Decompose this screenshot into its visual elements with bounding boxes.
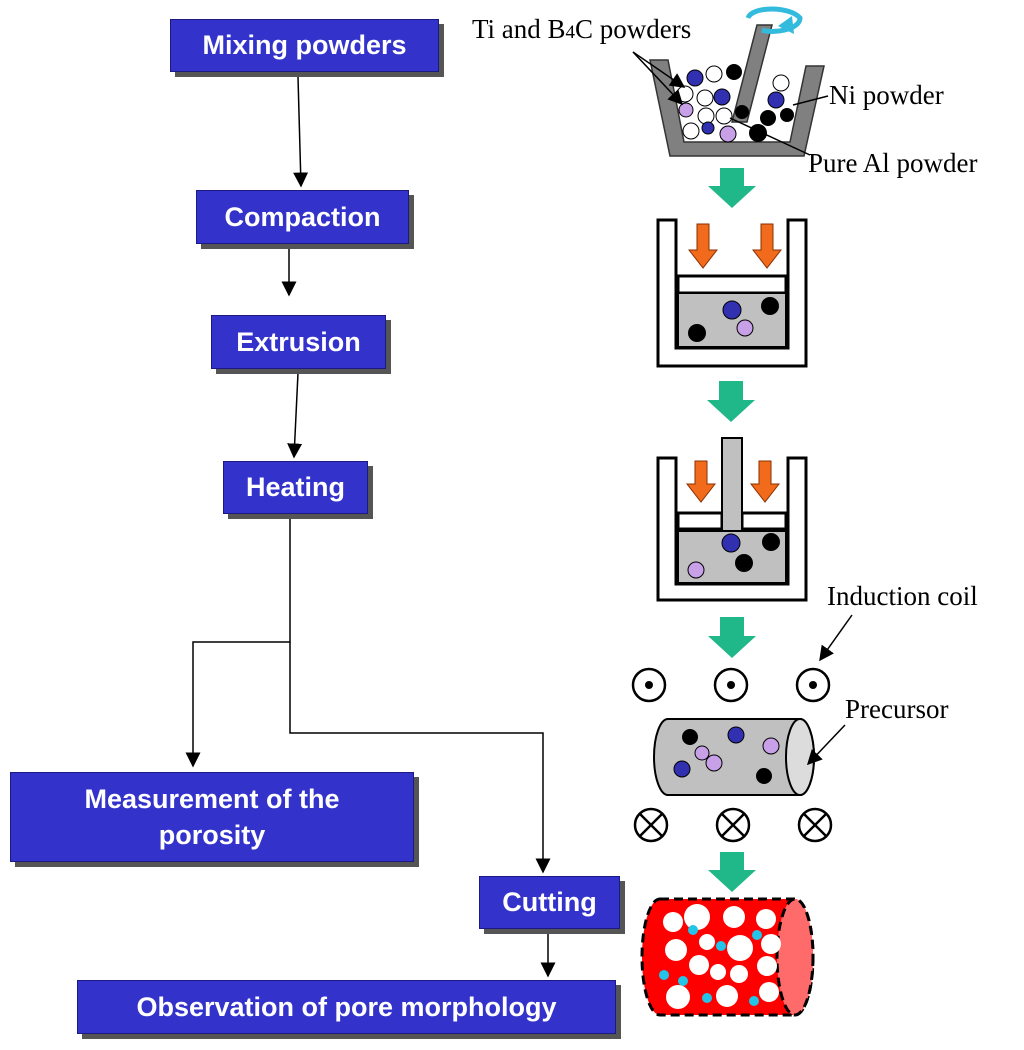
step-heating-label: Heating [245, 472, 345, 502]
step-heating: Heating [223, 461, 368, 514]
label-ti-b4c-prefix: Ti and B [472, 14, 566, 44]
label-induction-coil: Induction coil [827, 581, 978, 611]
compaction-die [656, 218, 808, 368]
connector-extrusion-heating [287, 372, 303, 459]
label-ti-b4c-sub: 4 [565, 22, 576, 43]
step-measurement-label-1: Measurement of the [84, 784, 340, 814]
induction-coil-top [631, 667, 831, 703]
label-pure-al-powder: Pure Al powder [808, 148, 978, 178]
step-observation: Observation of pore morphology [77, 980, 616, 1034]
connector-mixing-compaction [293, 76, 309, 188]
step-compaction-label: Compaction [224, 201, 381, 232]
induction-coil-bottom [633, 807, 833, 843]
step-mixing-label: Mixing powders [202, 30, 407, 60]
precursor-cylinder [653, 718, 815, 796]
label-ti-b4c-powders: Ti and B4C powders [472, 14, 691, 45]
label-precursor: Precursor [845, 694, 949, 724]
connector-heating-cutting [289, 642, 551, 874]
step-cutting: Cutting [479, 876, 620, 929]
extrusion-die [656, 437, 808, 602]
step-measurement-label-2: porosity [158, 820, 266, 850]
step-compaction: Compaction [196, 190, 409, 244]
step-mixing-powders: Mixing powders [170, 19, 439, 72]
step-extrusion: Extrusion [211, 315, 386, 369]
connector-heating-split [185, 516, 291, 768]
label-ni-powder: Ni powder [829, 80, 944, 110]
step-extrusion-label: Extrusion [236, 326, 361, 357]
process-arrow-3 [708, 617, 756, 658]
foamed-cylinder [640, 897, 815, 1017]
label-ti-b4c-suffix: C powders [575, 14, 692, 44]
step-measurement: Measurement of the porosity [10, 772, 414, 862]
process-arrow-4 [708, 852, 756, 892]
process-arrow-1 [708, 168, 756, 208]
step-cutting-label: Cutting [502, 887, 597, 917]
process-arrow-2 [707, 381, 755, 422]
step-observation-label: Observation of pore morphology [136, 991, 557, 1022]
